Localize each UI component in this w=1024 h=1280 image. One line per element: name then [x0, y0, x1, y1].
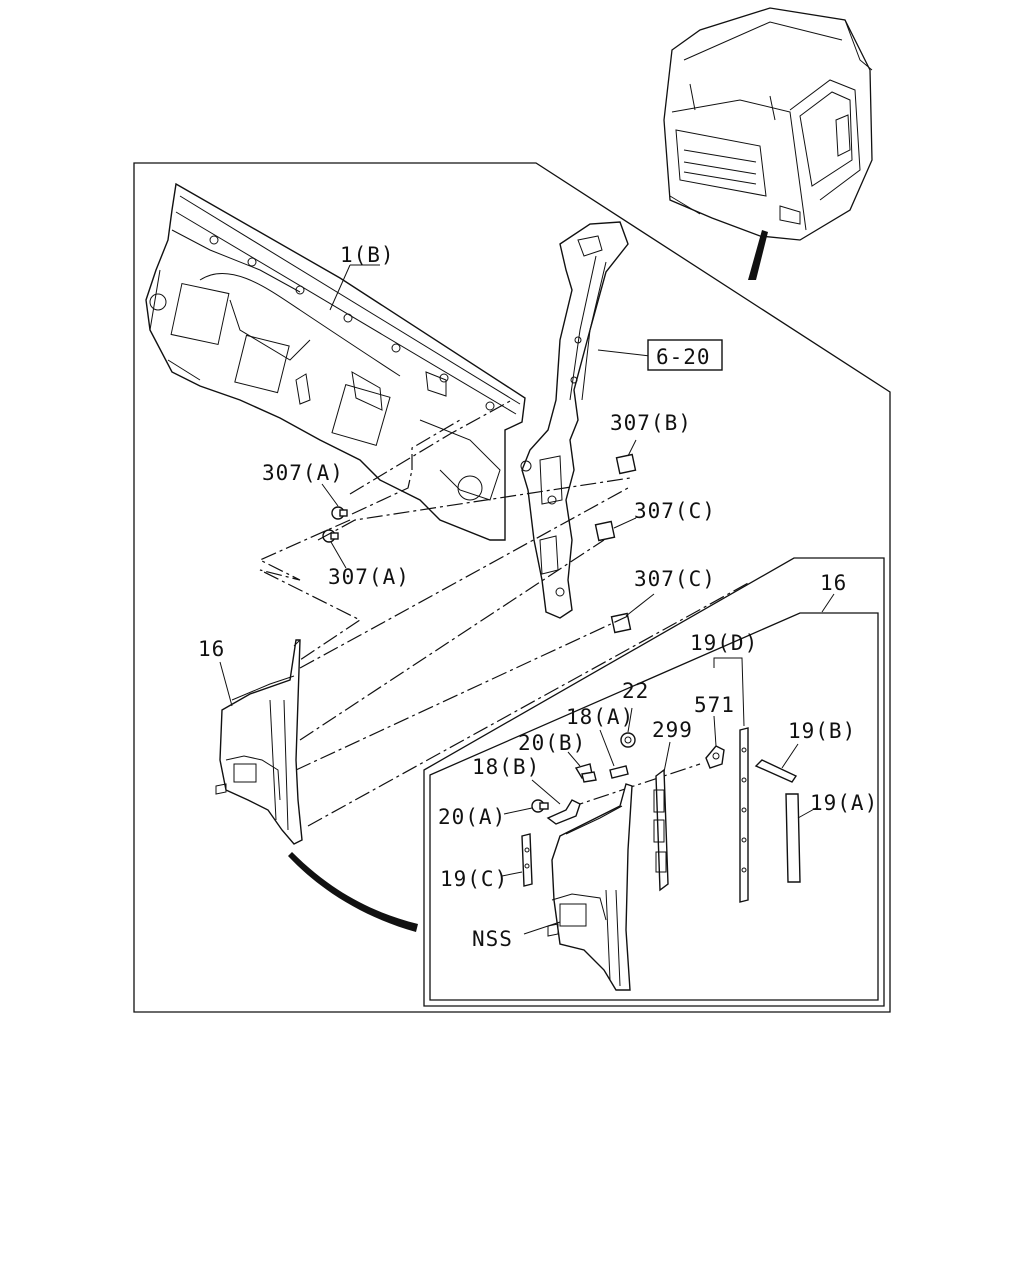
- label-16-box: 16: [820, 571, 847, 595]
- pillar-reinforcement: [520, 221, 629, 619]
- leader-19c: [501, 871, 523, 877]
- bolt-20a: [531, 799, 549, 813]
- label-18b: 18(B): [472, 755, 540, 779]
- bracket-18b: [546, 799, 581, 825]
- detail-inset-box: [423, 557, 885, 1007]
- leader-20a: [503, 807, 533, 815]
- seal-19b: [754, 759, 798, 783]
- assembly-lines: [258, 399, 751, 827]
- label-571: 571: [694, 693, 735, 717]
- label-19c: 19(C): [440, 867, 508, 891]
- bracket-20b: [574, 763, 597, 783]
- nss-panel: [547, 783, 633, 991]
- clip-307c-lower: [610, 612, 632, 634]
- leader-571: [713, 715, 717, 747]
- seal-19a: [785, 793, 801, 883]
- cowl-panel: [145, 182, 526, 541]
- label-1b: 1(B): [340, 243, 395, 267]
- part-22: [620, 732, 636, 748]
- label-307a-upper: 307(A): [262, 461, 344, 485]
- clip-307c-upper: [594, 520, 616, 542]
- label-299: 299: [652, 718, 693, 742]
- label-18a: 18(A): [566, 705, 634, 729]
- label-20a: 20(A): [438, 805, 506, 829]
- leader-299: [663, 741, 671, 773]
- seal-19d: [739, 727, 749, 903]
- label-16-left: 16: [198, 637, 225, 661]
- main-frame: [133, 162, 891, 1013]
- clip-307b: [615, 453, 637, 475]
- ref-6-20-box: [647, 339, 723, 371]
- part-299: [653, 768, 669, 892]
- label-19d: 19(D): [690, 631, 758, 655]
- leader-307a-upper: [321, 483, 339, 507]
- seal-19c: [521, 833, 533, 887]
- bracket-18a: [609, 765, 629, 779]
- label-nss: NSS: [472, 927, 513, 951]
- leader-19d: [713, 657, 745, 727]
- label-307a-lower: 307(A): [328, 565, 410, 589]
- clip-307a-upper: [331, 506, 348, 520]
- label-6-20: 6-20: [656, 345, 711, 369]
- leader-22: [627, 707, 633, 733]
- label-19a: 19(A): [810, 791, 878, 815]
- leader-307a-lower: [330, 541, 347, 569]
- leader-307b: [627, 439, 637, 457]
- label-19b: 19(B): [788, 719, 856, 743]
- leader-19a: [797, 807, 817, 819]
- label-307b: 307(B): [610, 411, 692, 435]
- leader-19b: [781, 743, 799, 769]
- detail-arrow: [288, 852, 418, 932]
- leader-16-box: [821, 593, 835, 613]
- label-20b: 20(B): [518, 731, 586, 755]
- side-panel-16: [215, 639, 303, 845]
- label-307c-lower: 307(C): [634, 567, 716, 591]
- leader-18b: [531, 779, 561, 805]
- label-307c-upper: 307(C): [634, 499, 716, 523]
- leader-307c-lower: [625, 593, 655, 617]
- truck-cab-thumbnail: [663, 7, 873, 280]
- label-22: 22: [622, 679, 649, 703]
- leader-16-left: [219, 661, 233, 707]
- leader-nss: [523, 921, 561, 935]
- part-571: [705, 745, 725, 769]
- leader-20b: [567, 751, 581, 767]
- leader-6-20: [597, 349, 651, 357]
- leader-18a: [599, 729, 615, 767]
- leader-307c-upper: [613, 517, 637, 529]
- leader-1b: [329, 264, 351, 311]
